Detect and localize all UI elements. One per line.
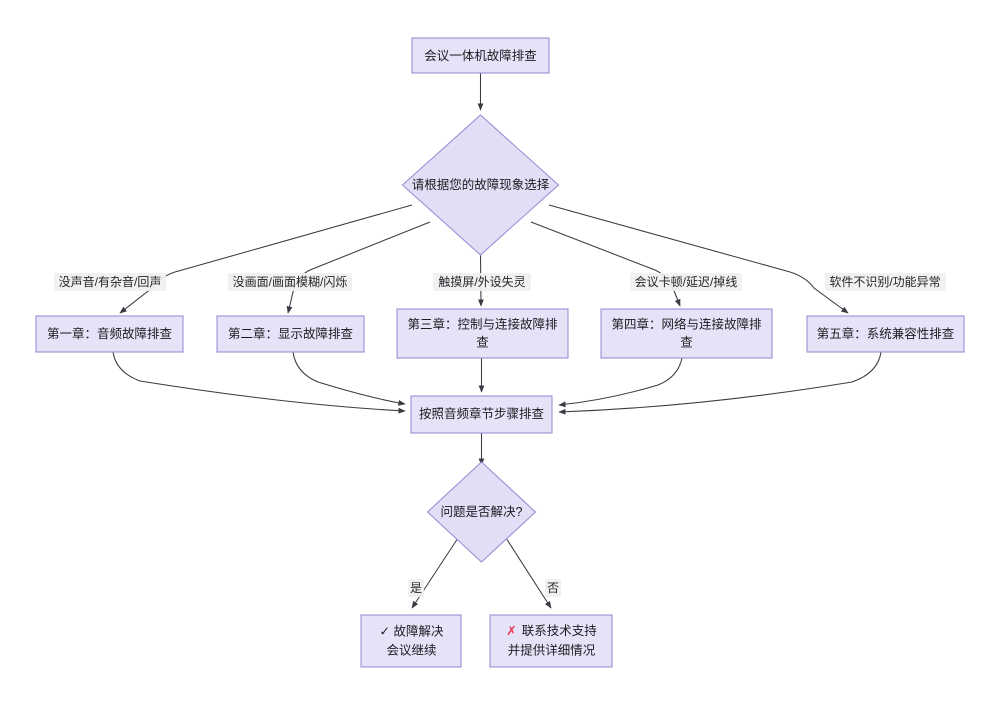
node-chapter-5-label: 第五章：系统兼容性排查 — [817, 326, 955, 341]
node-resolved-label-line1: ✓ 故障解决 — [380, 623, 444, 638]
edge-choose-to-chapter1 — [119, 204, 413, 314]
node-chapter-4-label-line1: 第四章：网络与连接故障排 — [611, 316, 762, 331]
edge-solved-to-support — [505, 537, 552, 609]
node-start-label: 会议一体机故障排查 — [424, 48, 537, 63]
node-resolved[interactable]: ✓ 故障解决 会议继续 — [360, 614, 462, 668]
edge-label-yes: 是 — [408, 579, 424, 597]
edge-chapter5-to-steps — [558, 351, 882, 415]
edge-label-branch-display: 没画面/画面模糊/闪烁 — [228, 273, 352, 291]
node-contact-support[interactable]: ✗ 联系技术支持 并提供详细情况 — [489, 614, 613, 668]
edge-chapter2-to-steps — [292, 351, 406, 406]
node-chapter-3[interactable]: 第三章：控制与连接故障排 查 — [396, 308, 569, 359]
node-contact-support-label-line2: 并提供详细情况 — [508, 642, 596, 657]
cross-icon: ✗ — [506, 624, 516, 638]
edge-solved-to-resolved — [411, 537, 459, 609]
node-chapter-3-label-line2: 查 — [476, 335, 489, 349]
edge-label-yes-text: 是 — [410, 581, 422, 595]
node-chapter-2[interactable]: 第二章：显示故障排查 — [216, 315, 365, 353]
node-contact-support-text1: 联系技术支持 — [522, 623, 597, 638]
node-chapter-1-label: 第一章：音频故障排查 — [47, 326, 173, 341]
edge-label-no: 否 — [545, 579, 561, 597]
node-choose-symptom[interactable]: 请根据您的故障现象选择 — [401, 114, 560, 256]
node-follow-steps[interactable]: 按照音频章节步骤排查 — [410, 395, 553, 434]
edge-label-branch-control-text: 触摸屏/外设失灵 — [438, 274, 525, 289]
node-is-solved-label: 问题是否解决? — [441, 505, 523, 519]
edge-label-branch-audio-text: 没声音/有杂音/回声 — [59, 274, 162, 289]
edge-label-branch-control: 触摸屏/外设失灵 — [433, 273, 531, 291]
node-chapter-4[interactable]: 第四章：网络与连接故障排 查 — [600, 308, 773, 359]
edge-choose-to-chapter5 — [548, 204, 849, 314]
node-is-solved[interactable]: 问题是否解决? — [426, 461, 537, 563]
edge-label-branch-software-text: 软件不识别/功能异常 — [829, 275, 940, 289]
node-start[interactable]: 会议一体机故障排查 — [411, 37, 550, 74]
node-chapter-3-label-line1: 第三章：控制与连接故障排 — [407, 316, 558, 331]
node-choose-symptom-label: 请根据您的故障现象选择 — [412, 177, 550, 192]
node-chapter-4-label-line2: 查 — [680, 335, 693, 349]
node-chapter-2-label: 第二章：显示故障排查 — [228, 326, 354, 341]
node-follow-steps-label: 按照音频章节步骤排查 — [419, 406, 545, 421]
node-resolved-label-line2: 会议继续 — [386, 643, 436, 657]
node-contact-support-label-line1: ✗ 联系技术支持 — [506, 623, 597, 638]
node-chapter-5[interactable]: 第五章：系统兼容性排查 — [806, 315, 965, 353]
edge-labels-layer: 没声音/有杂音/回声 没画面/画面模糊/闪烁 触摸屏/外设失灵 会议卡顿/延迟/… — [54, 273, 946, 597]
edge-label-branch-audio: 没声音/有杂音/回声 — [54, 273, 166, 291]
edge-label-branch-network: 会议卡顿/延迟/掉线 — [630, 273, 742, 291]
edge-choose-to-chapter2 — [286, 221, 431, 314]
edge-chapter1-to-steps — [112, 351, 406, 414]
edge-chapter4-to-steps — [558, 357, 683, 408]
node-chapter-1[interactable]: 第一章：音频故障排查 — [35, 315, 184, 353]
nodes-layer: 会议一体机故障排查 请根据您的故障现象选择 第一章：音频故障排查 第二章：显示故… — [35, 37, 965, 668]
edge-label-branch-software: 软件不识别/功能异常 — [825, 273, 946, 291]
edge-label-no-text: 否 — [547, 581, 559, 595]
edge-choose-to-chapter4 — [530, 221, 681, 307]
edge-label-branch-display-text: 没画面/画面模糊/闪烁 — [233, 274, 348, 289]
edge-label-branch-network-text: 会议卡顿/延迟/掉线 — [635, 275, 738, 289]
